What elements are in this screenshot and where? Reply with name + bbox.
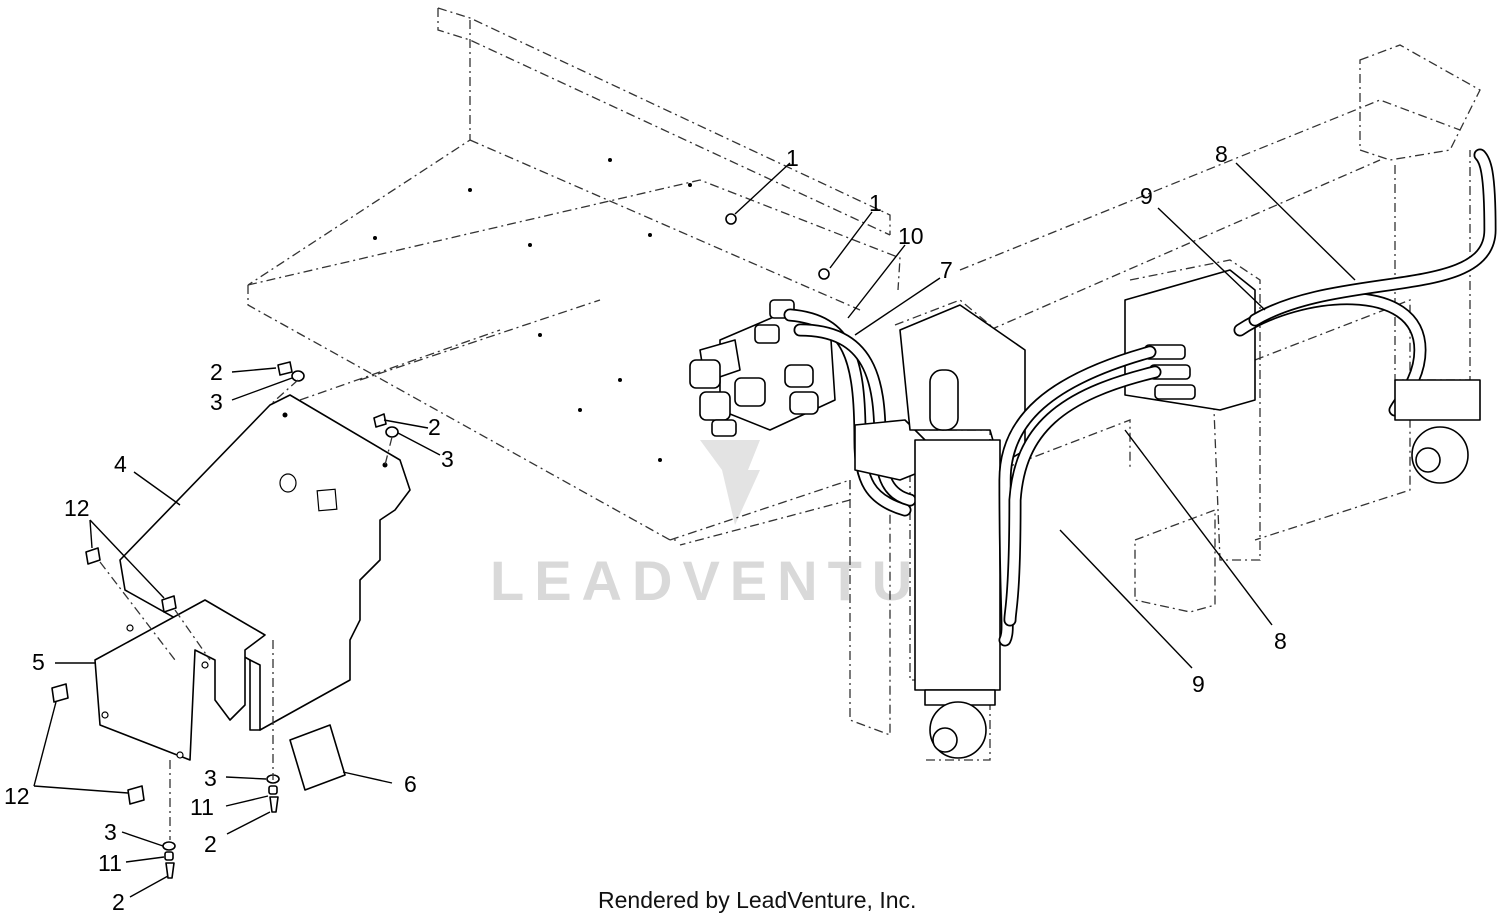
callout-11-bottom: 11 — [98, 850, 122, 876]
callout-1-lower: 1 — [869, 190, 882, 216]
callout-2-top-right: 2 — [428, 414, 441, 440]
callout-12-upper: 12 — [64, 495, 90, 521]
hoses-7-10 — [783, 308, 926, 517]
right-cylinder — [1394, 379, 1481, 484]
callout-7: 7 — [940, 257, 953, 283]
callout-3-top-left: 3 — [210, 389, 223, 415]
callout-1-upper: 1 — [786, 145, 799, 171]
rendered-by-footer: Rendered by LeadVenture, Inc. — [598, 887, 916, 913]
callout-8-lower: 8 — [1274, 628, 1287, 654]
watermark-logo-icon — [700, 440, 760, 525]
manifold-hoses-8-9 — [998, 148, 1497, 647]
callout-2-bottom: 2 — [112, 889, 125, 915]
callout-8-upper: 8 — [1215, 141, 1228, 167]
callout-11-mid: 11 — [190, 794, 214, 820]
left-cylinder — [899, 304, 1026, 759]
callout-3-mid: 3 — [204, 765, 217, 791]
callouts: 1 1 10 7 8 9 2 3 2 3 4 12 5 12 3 11 2 6 … — [4, 141, 1287, 915]
platform-ghost — [247, 7, 901, 546]
callout-9-upper: 9 — [1140, 183, 1153, 209]
hardware — [51, 213, 830, 879]
callout-10: 10 — [898, 223, 924, 249]
callout-12-lower: 12 — [4, 783, 30, 809]
callout-9-lower: 9 — [1192, 671, 1205, 697]
callout-3-top-right: 3 — [441, 446, 454, 472]
callout-3-bottom: 3 — [104, 819, 117, 845]
decal-part-6 — [289, 724, 346, 791]
cover-plate-part-5 — [94, 599, 266, 761]
callout-6: 6 — [404, 771, 417, 797]
callout-2-top-left: 2 — [210, 359, 223, 385]
callout-2-mid: 2 — [204, 831, 217, 857]
leader-lines — [33, 162, 1356, 898]
valve-bank — [689, 299, 836, 437]
callout-5: 5 — [32, 649, 45, 675]
shield-part-4 — [119, 394, 411, 731]
callout-4: 4 — [114, 451, 127, 477]
